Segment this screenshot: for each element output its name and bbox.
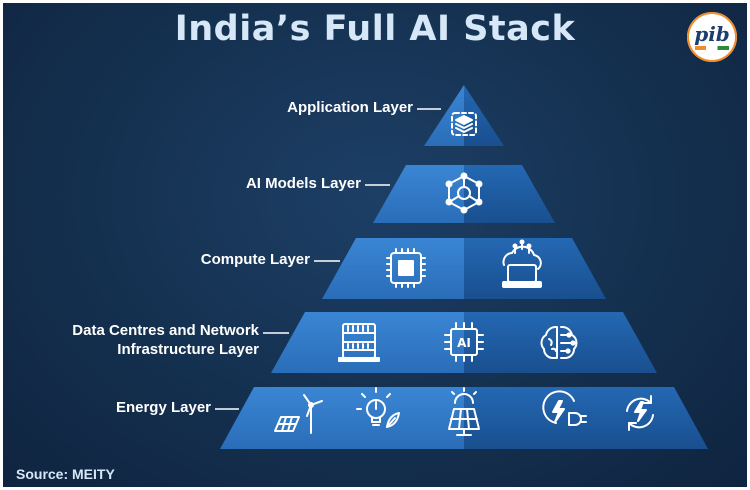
label-ai-models-layer: AI Models Layer [245,175,361,192]
label-data-centres-line-1: Data Centres and Network [72,322,259,339]
tier-application-right-face [464,85,504,146]
solar-wind-icon [274,394,323,434]
layers-stack-icon [451,112,477,136]
label-data-centres-layer: Data Centres and Network Infrastructure … [72,321,259,359]
tier-energy-right-face [464,387,708,449]
label-data-centres-line-2: Infrastructure Layer [117,341,259,358]
renewable-cycle-icon [626,395,654,431]
label-application-layer: Application Layer [287,99,413,116]
page-title: India’s Full AI Stack [174,9,576,49]
tier-compute-left-face [322,238,464,299]
infographic-canvas: India’s Full AI Stack pib [3,3,747,487]
server-rack-icon [338,323,380,362]
ai-chip-icon: AI [444,322,484,362]
cpu-chip-icon [386,248,426,288]
cloud-computer-icon [502,239,542,288]
tier-energy-left-face [220,387,464,449]
tier-ai-models-left-face [373,165,464,223]
tier-application-left-face [424,85,464,146]
tricolor-band [695,46,729,50]
source-caption: Source: MEITY [16,466,115,482]
brain-circuit-icon [540,326,578,359]
pyramid-diagram: AI [215,85,708,449]
tier-ai-models [373,165,555,223]
tier-energy [220,387,708,449]
solar-panel-icon [448,387,480,436]
electric-plug-icon [542,390,587,426]
label-connectors [215,108,441,410]
tier-compute [322,238,606,299]
pib-logo-text: pib [694,22,730,46]
tier-application [424,85,504,146]
pib-logo: pib [687,12,737,62]
label-energy-layer: Energy Layer [115,399,211,416]
label-compute-layer: Compute Layer [200,251,310,268]
neural-network-icon [445,172,483,214]
svg-text:AI: AI [457,336,471,350]
tier-ai-models-right-face [464,165,555,223]
green-bulb-icon [356,387,400,428]
